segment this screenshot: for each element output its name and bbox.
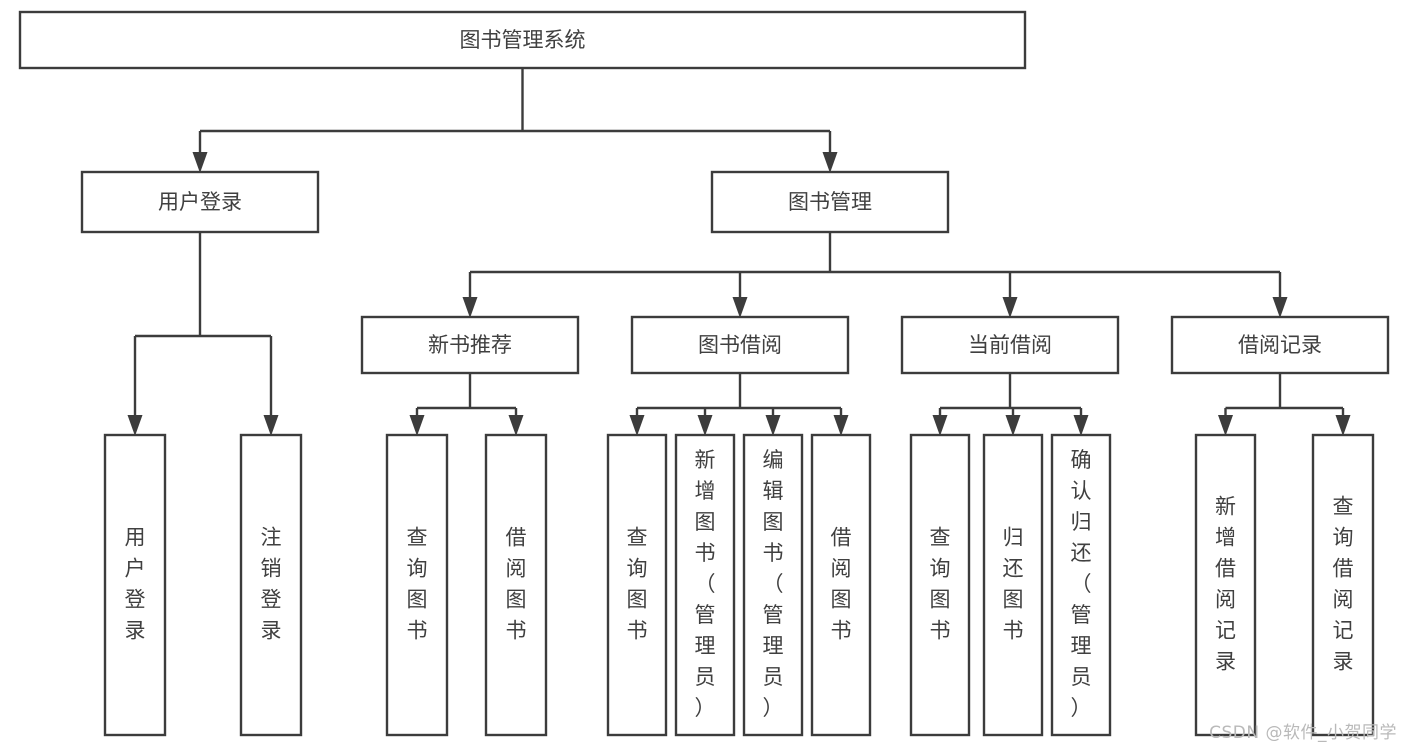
arrow-head-icon <box>1272 297 1288 318</box>
connector-group-book-manage <box>462 232 1288 318</box>
node-box-leaf-user-login[interactable] <box>103 433 167 737</box>
node-label-leaf-confirm-return: 确认归还（管理员） <box>1071 448 1092 720</box>
arrow-head-icon <box>462 297 478 318</box>
node-label-leaf-query-book: 查询图书 <box>627 526 648 643</box>
csdn-watermark: CSDN @软件_小贺同学 <box>1209 723 1397 743</box>
arrow-head-icon <box>1335 415 1351 436</box>
node-leaf-borrow-book[interactable]: 借阅图书 <box>810 433 872 737</box>
node-current-borrow[interactable]: 当前借阅 <box>900 315 1120 375</box>
connector-group-current-borrow <box>932 373 1089 436</box>
arrow-head-icon <box>1005 415 1021 436</box>
node-leaf-query-book[interactable]: 查询图书 <box>606 433 668 737</box>
node-box-leaf-edit-book[interactable] <box>742 433 804 737</box>
node-book-manage[interactable]: 图书管理 <box>710 170 950 234</box>
node-box-borrow-record[interactable] <box>1170 315 1390 375</box>
arrow-head-icon <box>1002 297 1018 318</box>
connector-group-book-borrow <box>629 373 849 436</box>
node-leaf-logout[interactable]: 注销登录 <box>239 433 303 737</box>
node-label-borrow-record: 借阅记录 <box>1238 333 1322 357</box>
node-leaf-add-book[interactable]: 新增图书（管理员） <box>674 433 736 737</box>
arrow-head-icon <box>263 415 279 436</box>
node-new-book-rec[interactable]: 新书推荐 <box>360 315 580 375</box>
node-box-book-borrow[interactable] <box>630 315 850 375</box>
node-label-leaf-query-record: 查询借阅记录 <box>1333 495 1354 674</box>
node-label-leaf-borrow-book-rec: 借阅图书 <box>506 526 527 643</box>
node-user-login[interactable]: 用户登录 <box>80 170 320 234</box>
node-leaf-add-record[interactable]: 新增借阅记录 <box>1194 433 1257 737</box>
node-borrow-record[interactable]: 借阅记录 <box>1170 315 1390 375</box>
node-label-book-borrow: 图书借阅 <box>698 333 782 357</box>
node-box-leaf-add-book[interactable] <box>674 433 736 737</box>
arrow-head-icon <box>1073 415 1089 436</box>
node-leaf-confirm-return[interactable]: 确认归还（管理员） <box>1050 433 1112 737</box>
node-leaf-borrow-book-rec[interactable]: 借阅图书 <box>484 433 548 737</box>
arrow-head-icon <box>697 415 713 436</box>
node-label-book-manage: 图书管理 <box>788 190 872 214</box>
node-box-leaf-confirm-return[interactable] <box>1050 433 1112 737</box>
node-label-root: 图书管理系统 <box>460 28 586 52</box>
node-label-current-borrow: 当前借阅 <box>968 333 1052 357</box>
connector-group-root <box>192 68 838 173</box>
node-book-borrow[interactable]: 图书借阅 <box>630 315 850 375</box>
node-leaf-return-book[interactable]: 归还图书 <box>982 433 1044 737</box>
node-label-leaf-add-book: 新增图书（管理员） <box>695 448 716 720</box>
connector-group-borrow-record <box>1218 373 1351 436</box>
connector-layer <box>127 68 1351 436</box>
node-box-leaf-query-book-rec[interactable] <box>385 433 449 737</box>
node-leaf-query-record[interactable]: 查询借阅记录 <box>1311 433 1375 737</box>
node-box-leaf-borrow-book[interactable] <box>810 433 872 737</box>
arrow-head-icon <box>508 415 524 436</box>
node-box-leaf-query-book[interactable] <box>606 433 668 737</box>
node-box-leaf-query-record[interactable] <box>1311 433 1375 737</box>
arrow-head-icon <box>765 415 781 436</box>
node-label-leaf-borrow-book: 借阅图书 <box>831 526 852 643</box>
node-leaf-edit-book[interactable]: 编辑图书（管理员） <box>742 433 804 737</box>
node-label-leaf-add-record: 新增借阅记录 <box>1215 495 1236 674</box>
node-leaf-query-book-rec[interactable]: 查询图书 <box>385 433 449 737</box>
node-leaf-user-login[interactable]: 用户登录 <box>103 433 167 737</box>
node-label-user-login: 用户登录 <box>158 190 242 214</box>
node-label-new-book-rec: 新书推荐 <box>428 333 512 357</box>
arrow-head-icon <box>629 415 645 436</box>
arrow-head-icon <box>833 415 849 436</box>
node-label-leaf-user-login: 用户登录 <box>125 526 146 643</box>
arrow-head-icon <box>822 152 838 173</box>
arrow-head-icon <box>192 152 208 173</box>
arrow-head-icon <box>1218 415 1233 436</box>
node-label-leaf-query-book-cur: 查询图书 <box>930 526 951 643</box>
node-box-root[interactable] <box>18 10 1027 70</box>
arrow-head-icon <box>732 297 748 318</box>
arrow-head-icon <box>932 415 948 436</box>
node-box-leaf-query-book-cur[interactable] <box>909 433 971 737</box>
node-box-new-book-rec[interactable] <box>360 315 580 375</box>
connector-group-new-book-rec <box>409 373 524 436</box>
node-leaf-query-book-cur[interactable]: 查询图书 <box>909 433 971 737</box>
node-box-leaf-borrow-book-rec[interactable] <box>484 433 548 737</box>
node-label-leaf-edit-book: 编辑图书（管理员） <box>763 448 784 720</box>
node-box-leaf-add-record[interactable] <box>1194 433 1257 737</box>
arrow-head-icon <box>409 415 425 436</box>
node-box-user-login[interactable] <box>80 170 320 234</box>
node-box-leaf-return-book[interactable] <box>982 433 1044 737</box>
node-label-leaf-query-book-rec: 查询图书 <box>407 526 428 643</box>
node-label-leaf-return-book: 归还图书 <box>1003 526 1024 643</box>
node-box-book-manage[interactable] <box>710 170 950 234</box>
node-box-current-borrow[interactable] <box>900 315 1120 375</box>
node-box-leaf-logout[interactable] <box>239 433 303 737</box>
arrow-head-icon <box>127 415 143 436</box>
node-label-leaf-logout: 注销登录 <box>261 526 282 643</box>
node-layer: 图书管理系统用户登录图书管理新书推荐图书借阅当前借阅借阅记录用户登录注销登录查询… <box>18 10 1390 737</box>
node-root[interactable]: 图书管理系统 <box>18 10 1027 70</box>
connector-group-user-login <box>127 232 279 436</box>
